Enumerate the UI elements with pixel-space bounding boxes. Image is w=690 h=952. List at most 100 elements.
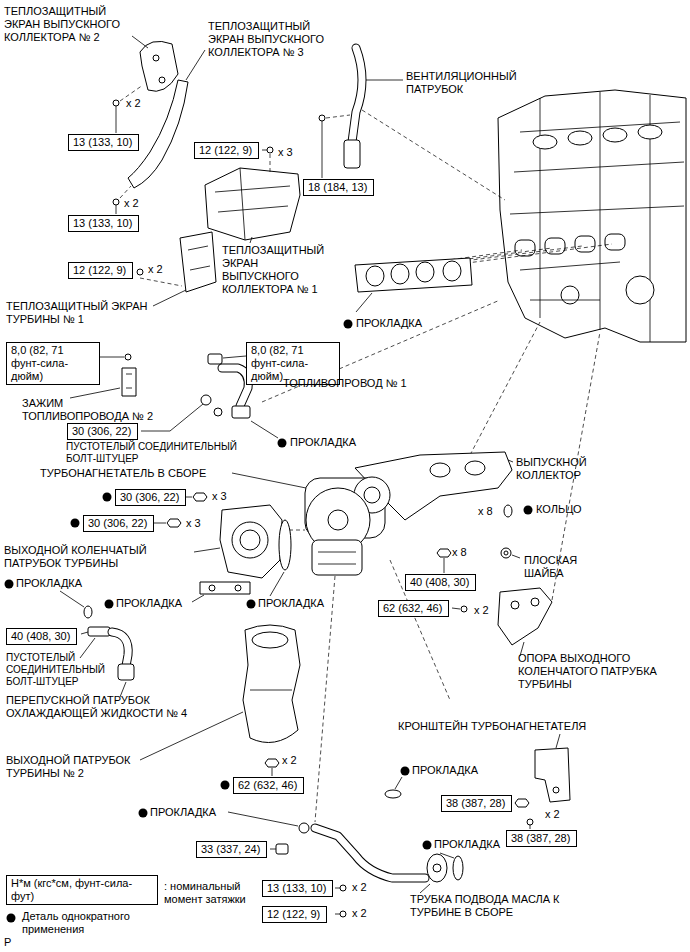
part-label: ТЕПЛОЗАЩИТНЫЙ ЭКРАН ВЫПУСКНОГО КОЛЛЕКТОР…: [222, 244, 334, 296]
manifold-gasket: [416, 262, 434, 282]
turbo-heat-shield: [137, 232, 216, 306]
single-use-marks: [221, 781, 230, 790]
torque-value: 13 (133, 10): [267, 882, 328, 895]
part-label: ПУСТОТЕЛЫЙ СОЕДИНИТЕЛЬНЫЙ БОЛТ-ШТУЦЕР: [66, 441, 256, 465]
engine-block: [638, 125, 662, 139]
part-label: ТЕПЛОЗАЩИТНЫЙ ЭКРАН ВЫПУСКНОГО КОЛЛЕКТОР…: [4, 5, 130, 44]
oil-feed-pipe: [270, 849, 276, 850]
legend-text: Деталь однократного применения: [22, 910, 172, 936]
oil-feed-pipe: [340, 885, 346, 891]
part-label: ПРОКЛАДКА: [356, 317, 422, 330]
torque-box: 40 (408, 30): [6, 628, 77, 645]
manifold-gasket: [355, 258, 472, 312]
torque-value: 30 (306, 22): [88, 517, 149, 530]
torque-value: 38 (387, 28): [446, 797, 507, 810]
coolant-bypass-pipe: [112, 632, 128, 666]
torque-value: 33 (337, 24): [201, 843, 262, 856]
fuel-pipe: [214, 408, 222, 416]
oil-feed-pipe: [228, 812, 298, 826]
heat-shield-1: [215, 168, 290, 240]
exhaust-manifold: [512, 555, 520, 558]
turbine-outlet-elbow: [232, 522, 268, 558]
oil-feed-pipe: [453, 856, 463, 880]
engine-links: [362, 110, 505, 200]
engine-block: [520, 262, 620, 300]
manifold-gasket: [355, 258, 472, 292]
torque-box: 30 (306, 22): [115, 489, 186, 506]
torque-value: 13 (133, 10): [73, 217, 134, 230]
turbocharger: [232, 473, 306, 488]
exhaust-manifold: [465, 461, 485, 475]
fuel-pipe: [126, 374, 132, 388]
single-use-marks: [5, 580, 14, 589]
part-label: ОПОРА ВЫХОДНОГО КОЛЕНЧАТОГО ПАТРУБКА ТУР…: [518, 652, 668, 691]
part-label: ТЕПЛОЗАЩИТНЫЙ ЭКРАН ТУРБИНЫ № 1: [6, 300, 181, 326]
turbine-outlet-elbow: [194, 548, 220, 552]
turbine-outlet-elbow: [270, 572, 284, 596]
turbocharger: [318, 552, 356, 564]
torque-box: Н*м (кгс*см, фунт-сила-фут): [6, 875, 158, 905]
turbo-heat-shield: [140, 278, 182, 286]
torque-box: 38 (387, 28): [506, 830, 577, 847]
ventilation-pipe: [366, 80, 403, 81]
quantity-label: x 8: [478, 505, 493, 518]
turbine-outlet-elbow: [235, 585, 241, 591]
torque-box: 30 (306, 22): [67, 423, 138, 440]
part-label: ТРУБКА ПОДВОДА МАСЛА К ТУРБИНЕ В СБОРЕ: [410, 893, 572, 919]
turbine-outlet-pipe-2: [250, 690, 292, 691]
part-label: ВЕНТИЛЯЦИОННЫЙ ПАТРУБОК: [406, 70, 531, 96]
part-label: ПРОКЛАДКА: [434, 838, 500, 851]
torque-box: 12 (122, 9): [68, 262, 133, 279]
quantity-label: x 2: [282, 754, 297, 767]
oil-feed-pipe: [315, 828, 425, 878]
oil-feed-pipe: [440, 853, 454, 858]
turbo-heat-shield: [180, 232, 216, 292]
heat-shield-1: [267, 147, 273, 153]
single-use-marks: [5, 320, 533, 923]
exhaust-manifold: [437, 549, 451, 557]
turbine-outlet-elbow: [209, 585, 215, 591]
single-use-marks: [103, 493, 112, 502]
turbine-outlet-elbow: [153, 493, 305, 602]
turbocharger: [328, 510, 348, 530]
oil-feed-pipe: [315, 828, 425, 878]
oil-feed-pipe: [427, 854, 447, 882]
torque-value: 12 (122, 9): [199, 144, 254, 157]
coolant-bypass-pipe: [112, 632, 128, 666]
heat-shield-2: [153, 55, 159, 61]
turbocharger: [312, 540, 362, 575]
engine-links: [470, 322, 540, 455]
ventilation-pipe: [352, 48, 362, 142]
part-label: ВЫХОДНОЙ ПАТРУБОК ТУРБИНЫ № 2: [6, 754, 166, 780]
engine-block: [510, 92, 684, 342]
turbine-outlet-elbow: [193, 493, 207, 501]
turbine-outlet-support: [452, 588, 552, 656]
heat-shield-1: [250, 237, 252, 243]
part-label: ВЫХОДНОЙ КОЛЕНЧАТЫЙ ПАТРУБОК ТУРБИНЫ: [4, 544, 194, 570]
torque-value: 12 (122, 9): [267, 908, 322, 921]
quantity-label: x 2: [545, 808, 560, 821]
part-label: ТОПЛИВОПРОВОД № 1: [283, 377, 407, 390]
engine-block: [603, 128, 627, 142]
torque-box: 8,0 (82, 71 фунт-сила-дюйм): [6, 342, 100, 385]
fuel-pipe: [70, 388, 120, 398]
exhaust-manifold: [508, 460, 513, 462]
part-label: КОЛЬЦО: [536, 503, 582, 516]
heat-shield-2: [140, 41, 178, 91]
figure-code: P: [4, 936, 11, 949]
fuel-pipe: [251, 421, 278, 438]
turbine-outlet-support: [531, 598, 539, 606]
quantity-label: x 2: [124, 197, 139, 210]
turbine-outlet-elbow: [220, 505, 282, 578]
fuel-pipe: [222, 368, 248, 406]
ventilation-pipe: [319, 115, 325, 121]
torque-box: 33 (337, 24): [196, 841, 267, 858]
turbo-bracket: [515, 734, 570, 829]
manifold-gasket: [391, 264, 409, 284]
turbine-outlet-pipe-2: [140, 712, 243, 760]
turbine-outlet-pipe-2: [272, 768, 273, 776]
exhaust-manifold: [504, 551, 508, 555]
turbo-bracket: [556, 734, 560, 748]
fuel-pipe: [232, 406, 250, 418]
ventilation-pipe: [352, 48, 362, 142]
